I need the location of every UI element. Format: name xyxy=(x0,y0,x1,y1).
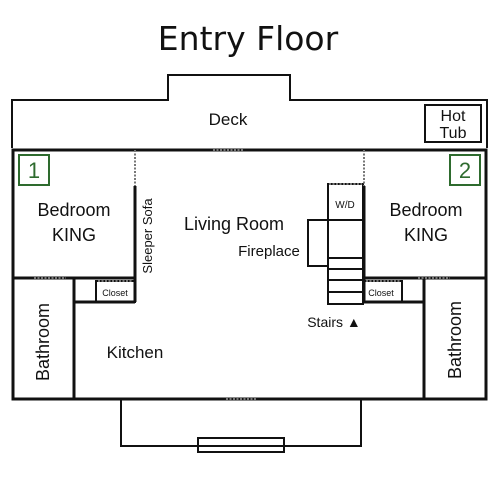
hot-tub-label: Tub xyxy=(440,125,467,142)
left-bedroom-label: Bedroom xyxy=(37,200,110,220)
page-title: Entry Floor xyxy=(158,19,339,58)
sleeper-sofa-label: Sleeper Sofa xyxy=(140,198,155,274)
left-bedroom-bed-size: KING xyxy=(52,225,96,245)
bedroom-number: 2 xyxy=(459,158,471,183)
kitchen-label: Kitchen xyxy=(107,343,164,362)
bedroom-number: 1 xyxy=(28,158,40,183)
washer-dryer-label: W/D xyxy=(335,200,354,211)
bedroom-number-badge xyxy=(449,154,481,186)
right-closet-label: Closet xyxy=(368,288,394,298)
entry-porch-outline xyxy=(120,399,362,447)
left-closet-label: Closet xyxy=(102,288,128,298)
living-room-label: Living Room xyxy=(184,214,284,234)
house-exterior-wall xyxy=(11,148,488,401)
right-bedroom-bed-size: KING xyxy=(404,225,448,245)
entry-step xyxy=(197,437,285,453)
fireplace-label: Fireplace xyxy=(238,243,300,260)
left-bathroom-label: Bathroom xyxy=(33,303,53,381)
stairs-label: Stairs ▲ xyxy=(307,314,361,330)
deck-outline xyxy=(11,74,488,148)
hot-tub-label: Hot xyxy=(441,108,466,125)
deck-label: Deck xyxy=(209,110,248,129)
fireplace-outline xyxy=(307,219,329,267)
hot-tub-outline xyxy=(424,104,482,143)
right-bathroom-label: Bathroom xyxy=(445,301,465,379)
right-bedroom-label: Bedroom xyxy=(389,200,462,220)
bedroom-number-badge xyxy=(18,154,50,186)
